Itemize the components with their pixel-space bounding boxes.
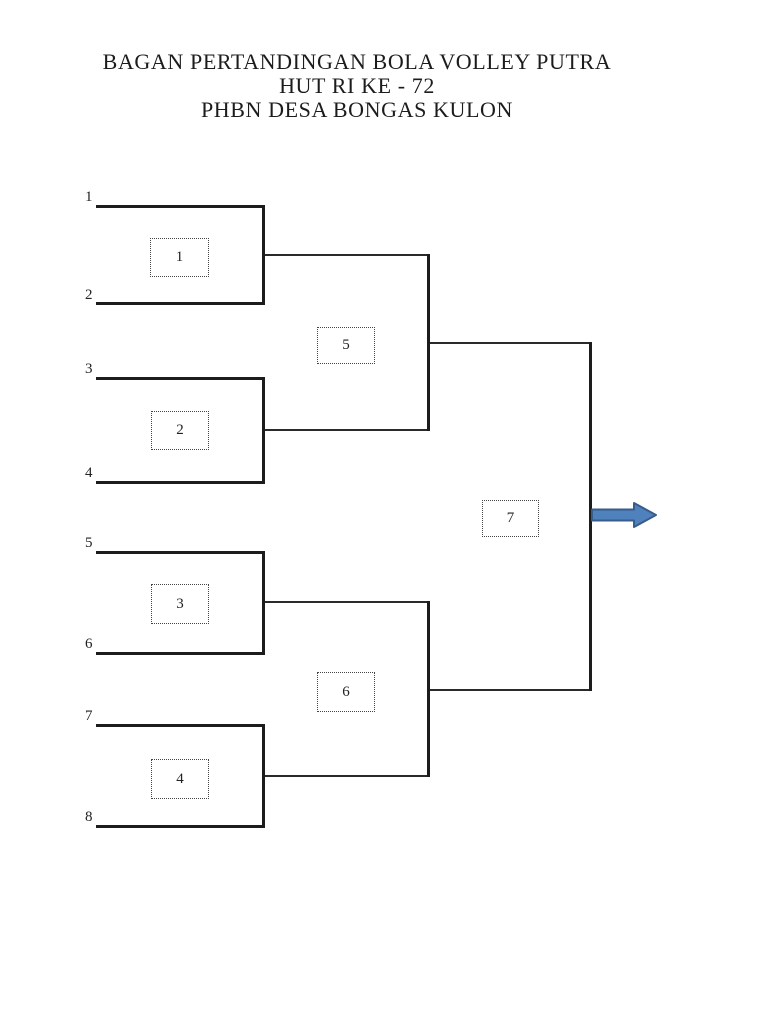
match-box-4: 4 [151,759,209,799]
winner-arrow-icon [591,502,657,528]
match-2-winner-line [265,429,428,431]
seed-label-4: 4 [85,465,93,481]
match-box-2: 2 [151,411,209,450]
match-box-7: 7 [482,500,539,537]
match-number-7: 7 [506,510,515,526]
match-3-vertical [262,551,265,655]
seed-6-line [96,652,264,655]
match-1-winner-line [265,254,428,256]
match-number-2: 2 [176,422,184,438]
winner-arrow-shape [591,502,657,528]
seed-7-line [96,724,264,727]
seed-3-line [96,377,264,380]
seed-4-line [96,481,264,484]
match-box-5: 5 [317,327,375,364]
seed-label-1: 1 [85,189,93,205]
seed-label-2: 2 [85,287,93,303]
match-1-vertical [262,205,265,305]
semifinal-2-vertical [427,601,430,777]
seed-label-5: 5 [85,535,93,551]
seed-label-6: 6 [85,636,93,652]
title-line-1: BAGAN PERTANDINGAN BOLA VOLLEY PUTRA [102,49,612,74]
semifinal-1-vertical [427,254,430,431]
match-box-6: 6 [317,672,375,712]
title-line-3: PHBN DESA BONGAS KULON [200,97,514,122]
seed-8-line [96,825,264,828]
match-4-vertical [262,724,265,828]
seed-label-8: 8 [85,809,93,825]
seed-label-3: 3 [85,361,93,377]
final-vertical [589,342,592,691]
match-number-1: 1 [175,249,184,265]
seed-label-7: 7 [85,708,93,724]
match-box-1: 1 [150,238,209,277]
semifinal-1-winner-line [430,342,590,344]
match-number-6: 6 [342,683,350,700]
match-box-3: 3 [151,584,209,624]
tournament-title: BAGAN PERTANDINGAN BOLA VOLLEY PUTRA HUT… [0,50,714,122]
match-number-3: 3 [176,595,184,612]
match-3-winner-line [265,601,428,603]
semifinal-2-winner-line [430,689,590,691]
title-line-2: HUT RI KE - 72 [279,73,435,98]
seed-5-line [96,551,264,554]
match-number-4: 4 [176,770,184,787]
match-2-vertical [262,377,265,484]
seed-2-line [96,302,264,305]
match-number-5: 5 [342,337,350,353]
seed-1-line [96,205,264,208]
match-4-winner-line [265,775,428,777]
